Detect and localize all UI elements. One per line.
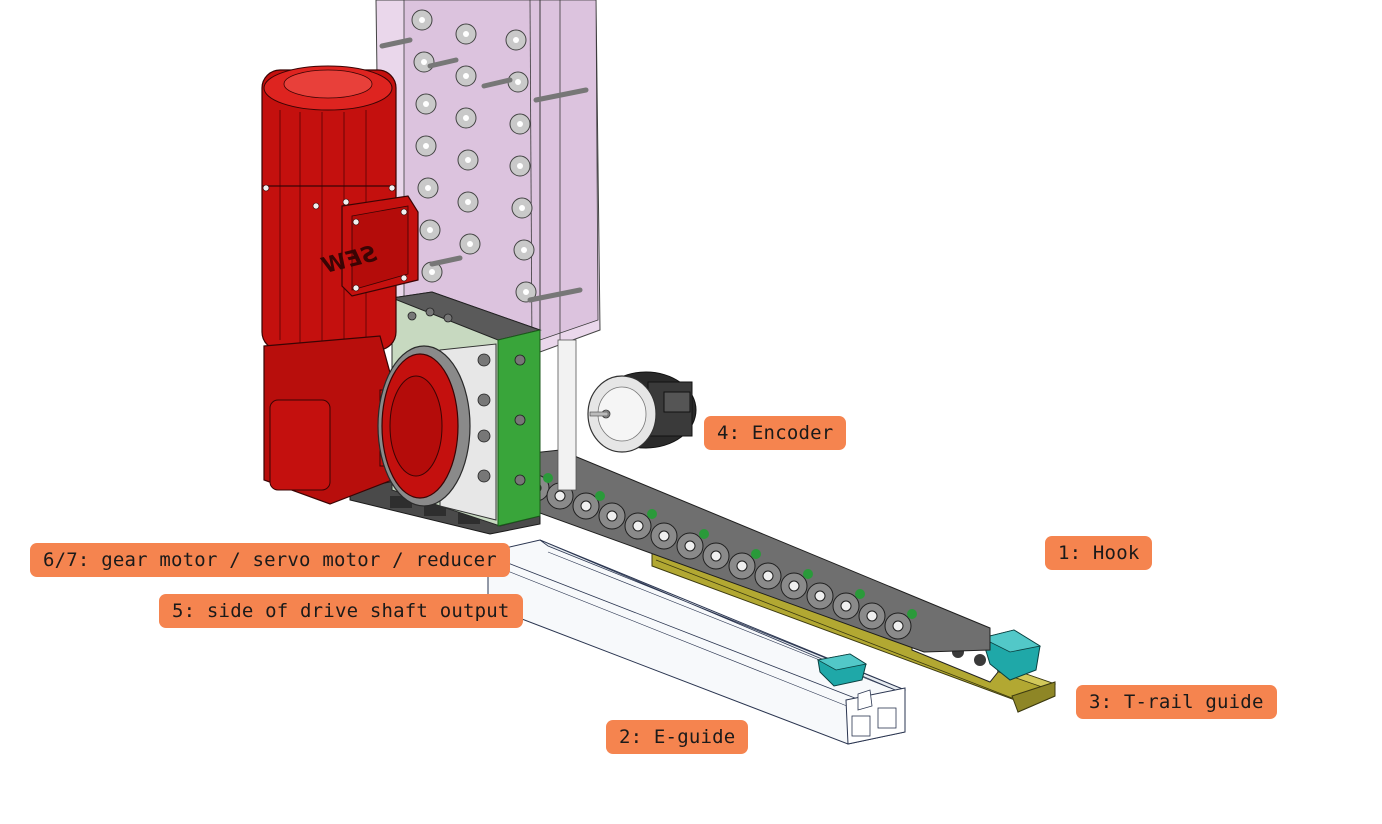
callout-motor: 6/7: gear motor / servo motor / reducer [30,543,510,577]
callout-t-rail-guide: 3: T-rail guide [1076,685,1277,719]
chain-housing [375,0,601,353]
callout-e-guide: 2: E-guide [606,720,749,754]
e-guide [487,539,907,745]
gear-motor: SEW [261,65,471,507]
support-post [557,339,577,491]
callout-drive-shaft: 5: side of drive shaft output [159,594,523,628]
callout-encoder: 4: Encoder [704,416,847,450]
encoder [587,371,697,453]
chain [498,449,991,653]
callout-hook: 1: Hook [1045,536,1153,570]
